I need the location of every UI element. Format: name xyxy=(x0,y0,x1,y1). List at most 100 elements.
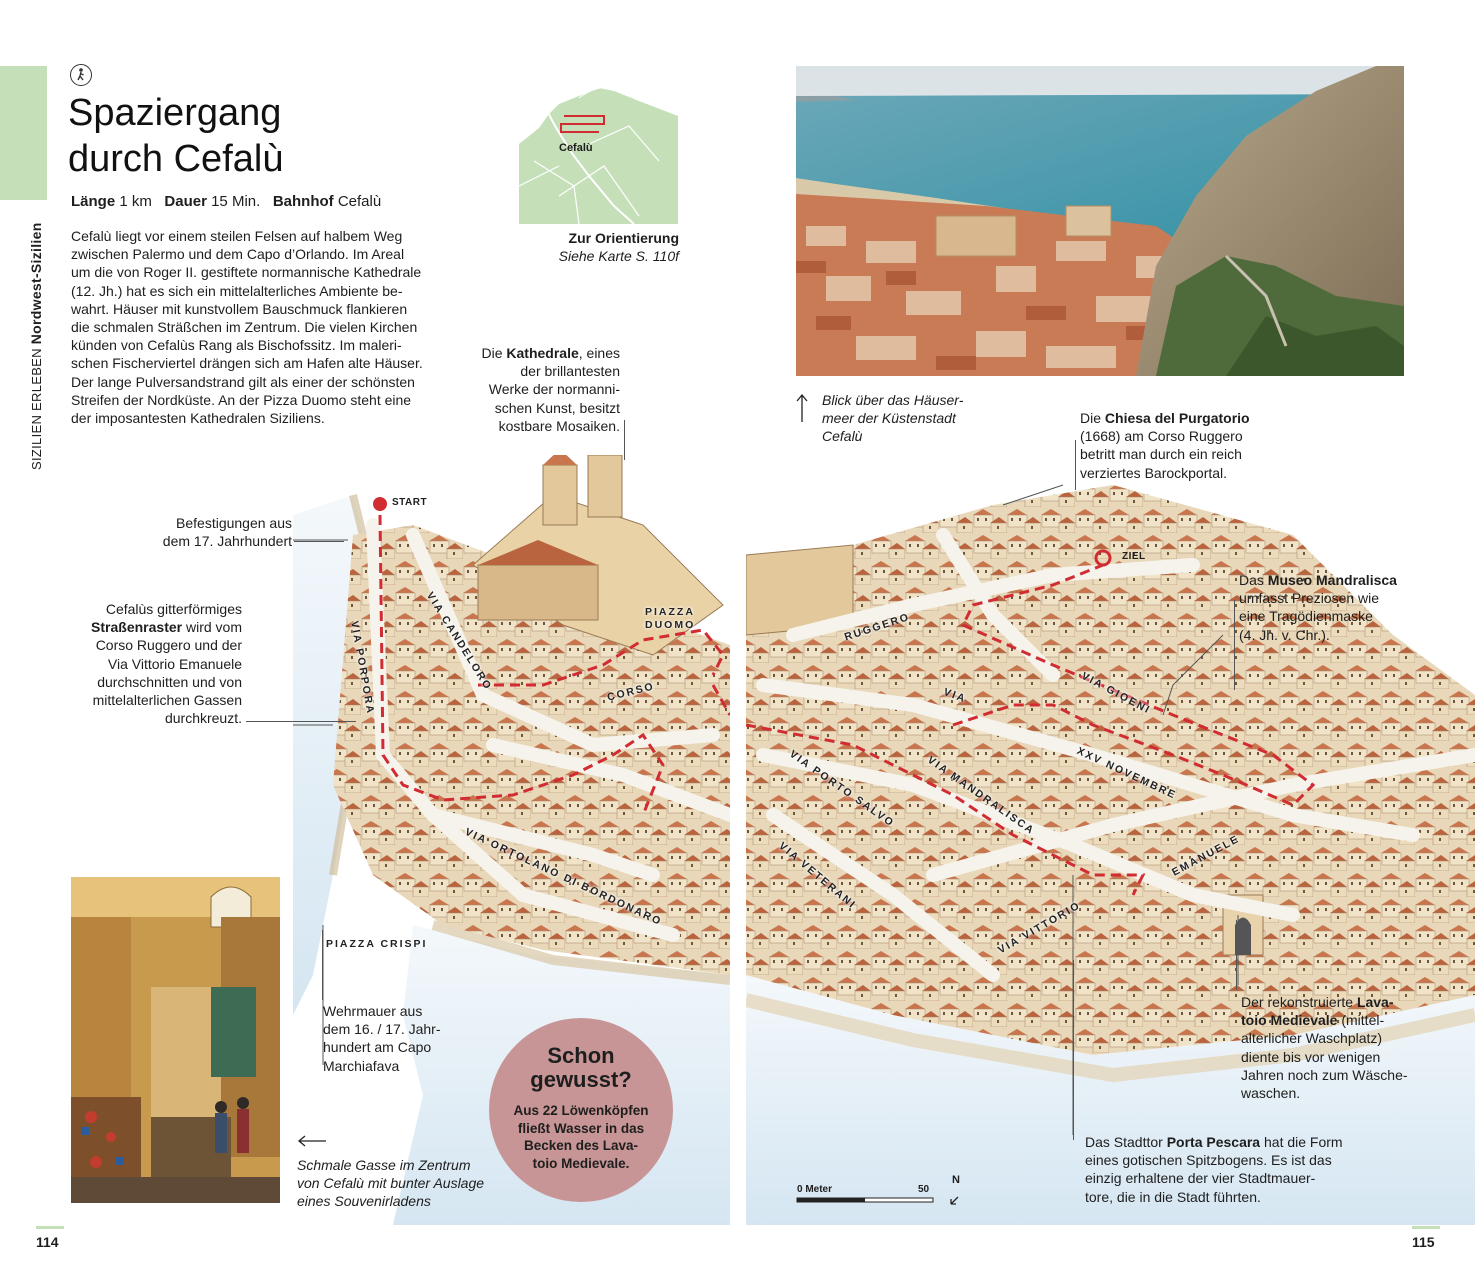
page-number-left: 114 xyxy=(36,1234,59,1250)
caption-line: meer der Küstenstadt xyxy=(822,410,956,427)
region-name: Nordwest-Sizilien xyxy=(28,222,44,345)
intro-line: Der lange Pulversandstrand gilt als eine… xyxy=(71,373,415,390)
intro-line: künden von Cefalùs Rang als Bischofssitz… xyxy=(71,337,402,354)
intro-line: Cefalù liegt vor einem steilen Felsen au… xyxy=(71,228,403,244)
sidebar-section-label: SIZILIEN ERLEBEN Nordwest-Sizilien xyxy=(28,222,44,470)
station-label: Bahnhof xyxy=(272,193,334,210)
callout-highlight: Chiesa del Purgatorio xyxy=(1104,410,1250,426)
callout-text: dem 17. Jahrhundert xyxy=(162,533,292,550)
station-value: Cefalù xyxy=(337,193,382,210)
fact-box-line: toio Medievale. xyxy=(532,1155,630,1171)
callout-highlight: Kathedrale xyxy=(506,345,579,361)
callout-text: Die xyxy=(1080,410,1105,426)
fact-box-line: Aus 22 Löwenköpfen xyxy=(513,1103,649,1118)
callout-text: umfasst Preziosen wie xyxy=(1239,590,1380,607)
leader-line xyxy=(246,721,356,722)
fact-box-circle: Schon gewusst? Aus 22 Löwenköpfen fließt… xyxy=(489,1018,673,1202)
caption-line: Blick über das Häuser- xyxy=(822,392,964,408)
page-number-bar xyxy=(1412,1226,1440,1229)
callout-text: diente bis vor wenigen xyxy=(1241,1048,1381,1065)
callout-highlight: Museo Mandralisca xyxy=(1267,572,1397,588)
orientation-map-label: Cefalù xyxy=(559,142,593,154)
callout-text: hundert am Capo xyxy=(323,1039,432,1056)
length-value: 1 km xyxy=(119,193,152,210)
north-label: N xyxy=(952,1174,960,1186)
title-line-2: durch Cefalù xyxy=(68,138,284,180)
page-number-bar xyxy=(36,1226,64,1229)
caption-line: eines Souvenirladens xyxy=(297,1193,431,1210)
caption-line: Cefalù xyxy=(822,428,863,445)
leader-line xyxy=(624,420,625,460)
intro-line: schen Fischerviertel drängen sich am Haf… xyxy=(71,355,423,372)
callout-text: , eines xyxy=(578,345,620,361)
end-marker xyxy=(1094,549,1112,567)
callout-text: schen Kunst, besitzt xyxy=(494,399,620,416)
orientation-subtitle: Siehe Karte S. 110f xyxy=(558,248,679,264)
callout-text: dem 16. / 17. Jahr- xyxy=(323,1021,441,1038)
scale-bar xyxy=(796,1197,934,1203)
callout-porta-pescara: Das Stadttor Porta Pescara hat die Form … xyxy=(1085,1133,1345,1206)
callout-text: Wehrmauer aus xyxy=(323,1003,423,1019)
callout-text: der brillantesten xyxy=(520,363,620,380)
orientation-title: Zur Orientierung xyxy=(568,230,679,246)
intro-line: die schmalen Sträßchen im Zentrum. Die v… xyxy=(71,319,418,336)
callout-purgatorio: Die Chiesa del Purgatorio (1668) am Cors… xyxy=(1080,409,1280,482)
callout-text: einzig erhaltene der vier Stadtmauer- xyxy=(1085,1170,1316,1187)
fact-box-title: gewusst? xyxy=(530,1067,632,1092)
callout-text: alterlicher Waschplatz) xyxy=(1241,1030,1383,1047)
start-marker xyxy=(373,497,387,511)
leader-line xyxy=(1234,600,1235,690)
callout-text: (1668) am Corso Ruggero xyxy=(1080,428,1243,445)
callout-text: kostbare Mosaiken. xyxy=(498,417,620,434)
page-title: Spaziergang durch Cefalù xyxy=(68,90,283,182)
callout-text: Befestigungen aus xyxy=(176,515,292,531)
intro-line: der imposantesten Kathedralen Siziliens. xyxy=(71,410,325,427)
orientation-map: Cefalù xyxy=(519,66,678,224)
callout-text: eines gotischen Spitzbogens. Es ist das xyxy=(1085,1152,1332,1169)
callout-highlight: Straßenraster xyxy=(91,619,183,636)
callout-wehrmauer: Wehrmauer aus dem 16. / 17. Jahr- hunder… xyxy=(323,1002,463,1075)
callout-kathedrale: Die Kathedrale, eines der brillantesten … xyxy=(470,344,620,435)
callout-befestigungen: Befestigungen aus dem 17. Jahrhundert xyxy=(130,514,292,550)
intro-line: (12. Jh.) hat es sich ein mittelalterlic… xyxy=(71,282,403,299)
duration-label: Dauer xyxy=(164,193,207,210)
callout-text: Das Stadttor xyxy=(1085,1134,1167,1150)
callout-text: durchschnitten und von xyxy=(97,673,242,690)
orientation-map-graphic xyxy=(519,66,678,224)
cathedral-illustration xyxy=(472,455,724,656)
intro-line: zwischen Palermo und dem Capo d’Orlando.… xyxy=(71,246,405,263)
callout-text: mittelalterlichen Gassen xyxy=(92,692,242,709)
page-number-right: 115 xyxy=(1412,1234,1435,1250)
callout-text: (mittel- xyxy=(1337,1012,1385,1029)
duration-value: 15 Min. xyxy=(211,193,261,210)
photo-caption-left: Schmale Gasse im Zentrum von Cefalù mit … xyxy=(297,1156,484,1211)
callout-raster: Cefalùs gitterförmiges Straßenraster wir… xyxy=(70,600,242,727)
up-arrow-icon xyxy=(796,393,808,428)
end-label: ZIEL xyxy=(1122,551,1146,562)
callout-text: tore, die in die Stadt führten. xyxy=(1085,1188,1261,1205)
street-label: PIAZZA CRISPI xyxy=(326,938,428,950)
callout-text: Marchiafava xyxy=(323,1057,400,1074)
callout-text: durchkreuzt. xyxy=(164,710,242,727)
leader-line xyxy=(294,541,344,542)
street-label: PIAZZA xyxy=(645,606,695,618)
scale-end-label: 50 xyxy=(918,1184,930,1195)
callout-text: hat die Form xyxy=(1260,1134,1343,1150)
callout-text: Der rekonstruierte xyxy=(1241,994,1357,1010)
callout-text: eine Tragödienmaske xyxy=(1239,608,1373,625)
callout-text: Via Vittorio Emanuele xyxy=(107,655,242,672)
callout-highlight: Lava- xyxy=(1356,994,1394,1010)
photo-caption-top: Blick über das Häuser- meer der Küstenst… xyxy=(822,391,963,446)
title-line-1: Spaziergang xyxy=(68,92,282,134)
callout-text: Cefalùs gitterförmiges xyxy=(105,601,242,617)
intro-line: um die von Roger II. gestiftete normanni… xyxy=(71,264,422,281)
section-name: SIZILIEN ERLEBEN xyxy=(29,348,44,470)
caption-line: Schmale Gasse im Zentrum xyxy=(297,1157,471,1173)
callout-text: (4. Jh. v. Chr.). xyxy=(1239,626,1330,643)
walk-stats: Länge 1 km Dauer 15 Min. Bahnhof Cefalù xyxy=(71,193,381,210)
callout-text: waschen. xyxy=(1241,1085,1301,1102)
intro-line: wahrt. Häuser mit kunstvollem Bauschmuck… xyxy=(71,300,408,317)
street-label: DUOMO xyxy=(645,619,696,631)
callout-text: Das xyxy=(1239,572,1268,588)
scale-start-label: 0 Meter xyxy=(797,1184,833,1195)
